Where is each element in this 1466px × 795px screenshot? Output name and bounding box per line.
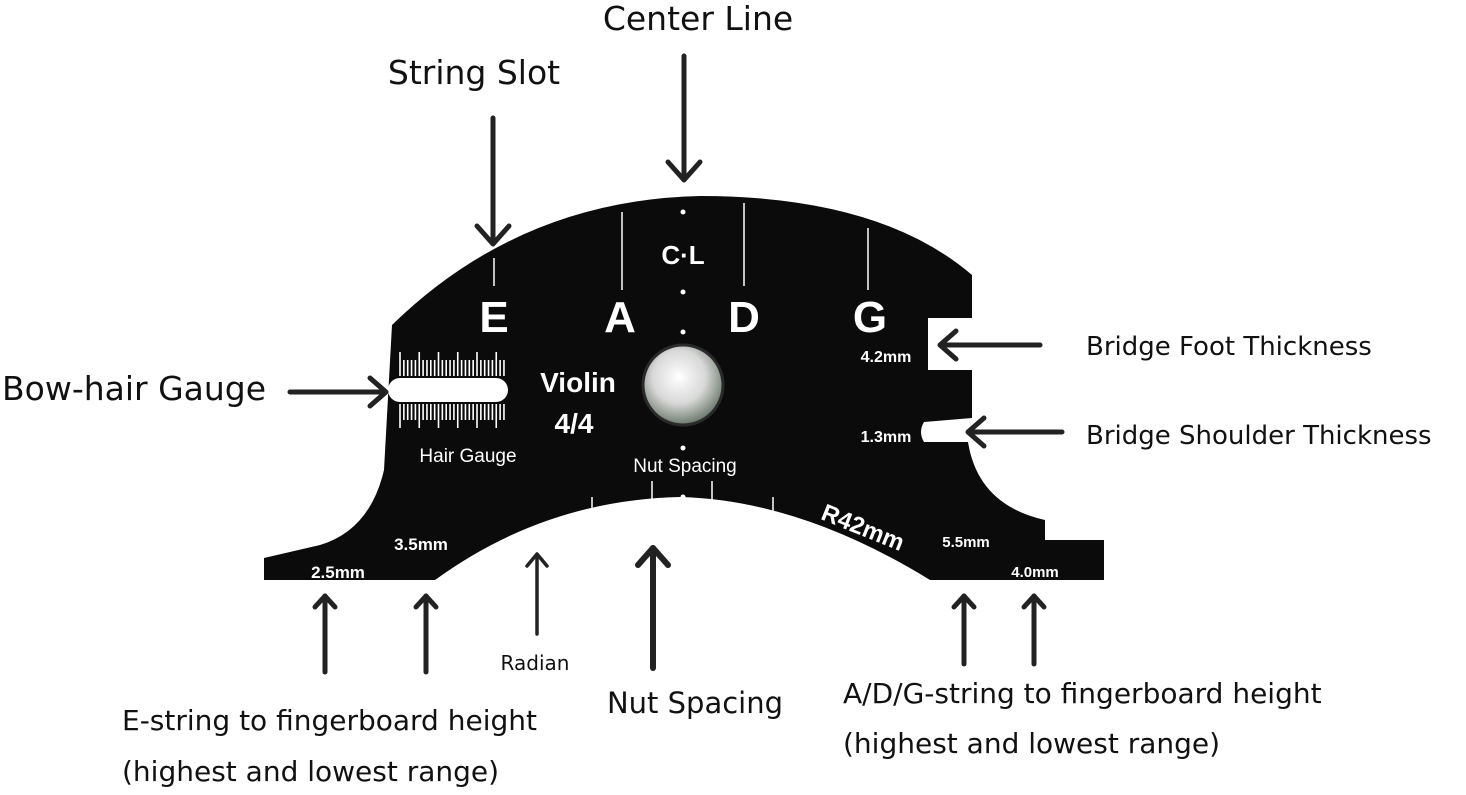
plate-nut-spacing-label: Nut Spacing: [633, 456, 737, 477]
bridge-shoulder-thickness-arrow: [965, 415, 1065, 449]
string-slot-arrow: [474, 115, 512, 247]
foot-thickness-label: 4.2mm: [861, 349, 912, 366]
nut-spacing-callout: Nut Spacing: [607, 686, 783, 720]
e-string-height-callout-line2: (highest and lowest range): [122, 755, 499, 788]
center-line-callout: Center Line: [603, 0, 793, 38]
e-string-height-callout-line1: E-string to fingerboard height: [122, 704, 537, 737]
nut-spacing-ticks: [591, 481, 774, 522]
adg-high-label: 5.5mm: [942, 534, 990, 551]
bridge-foot-thickness-arrow: [937, 328, 1043, 362]
radian-callout: Radian: [501, 651, 570, 675]
callout-arrows: [287, 53, 1065, 675]
e-string-low-arrow: [312, 593, 338, 675]
adg-low-label: 4.0mm: [1011, 564, 1059, 581]
bridge-shoulder-thickness-callout: Bridge Shoulder Thickness: [1086, 421, 1432, 451]
center-hole: [641, 343, 725, 427]
nut-spacing-arrow: [635, 545, 671, 671]
hair-gauge-slot: [388, 378, 508, 402]
bow-hair-gauge-callout: Bow-hair Gauge: [2, 369, 266, 408]
string-label-a: A: [604, 293, 636, 342]
e-low-label: 2.5mm: [311, 563, 365, 582]
instrument-size-label: 4/4: [555, 408, 594, 439]
radian-arrow: [525, 552, 549, 636]
center-line-arrow: [665, 53, 703, 183]
center-line-dots: [680, 209, 686, 500]
shoulder-thickness-label: 1.3mm: [861, 429, 912, 446]
adg-string-height-callout-line2: (highest and lowest range): [843, 727, 1220, 760]
adg-string-high-arrow: [951, 593, 977, 667]
e-high-label: 3.5mm: [394, 535, 448, 554]
string-label-e: E: [479, 293, 508, 342]
string-slot-callout: String Slot: [388, 53, 560, 92]
cl-mark: C·L: [661, 240, 704, 270]
instrument-label: Violin: [540, 367, 616, 398]
adg-string-height-callout-line1: A/D/G-string to fingerboard height: [843, 677, 1322, 710]
string-label-g: G: [853, 293, 887, 342]
string-label-d: D: [728, 293, 760, 342]
hair-gauge-ticks: [399, 352, 505, 428]
bow-hair-gauge-arrow: [287, 375, 389, 409]
e-string-high-arrow: [413, 593, 439, 675]
string-slot-lines: [493, 203, 869, 290]
hair-gauge-label: Hair Gauge: [419, 446, 516, 467]
bridge-foot-thickness-callout: Bridge Foot Thickness: [1086, 332, 1372, 362]
adg-string-low-arrow: [1021, 593, 1047, 667]
